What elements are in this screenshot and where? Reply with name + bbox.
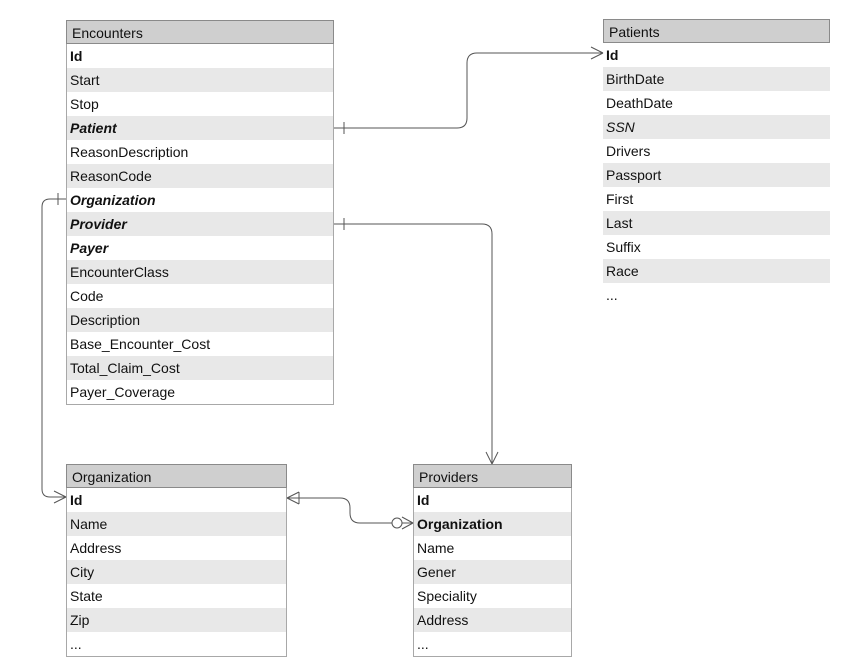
field-row: Organization [414, 512, 571, 536]
field-row: Passport [603, 163, 830, 187]
field-row: EncounterClass [67, 260, 333, 284]
field-row: Name [417, 540, 455, 556]
entity-title: Organization [66, 464, 287, 488]
field-row: Id [70, 48, 83, 64]
field-row: Patient [67, 116, 333, 140]
field-row: Base_Encounter_Cost [70, 336, 211, 352]
relationship-organization-provider [286, 491, 414, 530]
field-row: Zip [67, 608, 286, 632]
entity-title: Providers [413, 464, 572, 488]
field-row: Last [603, 211, 830, 235]
field-row: DeathDate [606, 95, 673, 111]
field-row: Address [414, 608, 571, 632]
relationship-encounter-provider [334, 218, 499, 465]
field-row: ... [417, 636, 429, 652]
field-row: Race [603, 259, 830, 283]
field-row: Payer_Coverage [70, 384, 176, 400]
field-row: Speciality [417, 588, 477, 604]
field-row: ReasonDescription [70, 144, 189, 160]
field-row: Start [67, 68, 333, 92]
relationship-encounter-organization [41, 193, 67, 504]
field-row: Drivers [606, 143, 651, 159]
field-row: ... [70, 636, 82, 652]
field-row: BirthDate [603, 67, 830, 91]
field-row: City [67, 560, 286, 584]
field-row: ReasonCode [67, 164, 333, 188]
field-row: Total_Claim_Cost [67, 356, 333, 380]
field-row: Address [70, 540, 122, 556]
field-row: Suffix [606, 239, 641, 255]
field-row: Id [606, 47, 619, 63]
field-row: Payer [70, 240, 109, 256]
field-row: Provider [67, 212, 333, 236]
field-row: Gener [414, 560, 571, 584]
field-row: First [606, 191, 634, 207]
field-row: Id [70, 492, 83, 508]
field-row: State [70, 588, 103, 604]
field-row: Name [67, 512, 286, 536]
field-row: Description [67, 308, 333, 332]
entity-title: Patients [603, 19, 830, 43]
field-row: Organization [70, 192, 156, 208]
field-row: ... [606, 287, 618, 303]
field-row: SSN [603, 115, 830, 139]
field-row: Id [417, 492, 430, 508]
relationship-encounter-patient [334, 46, 604, 134]
field-row: Stop [70, 96, 99, 112]
field-row: Code [70, 288, 104, 304]
entity-title: Encounters [66, 20, 334, 44]
